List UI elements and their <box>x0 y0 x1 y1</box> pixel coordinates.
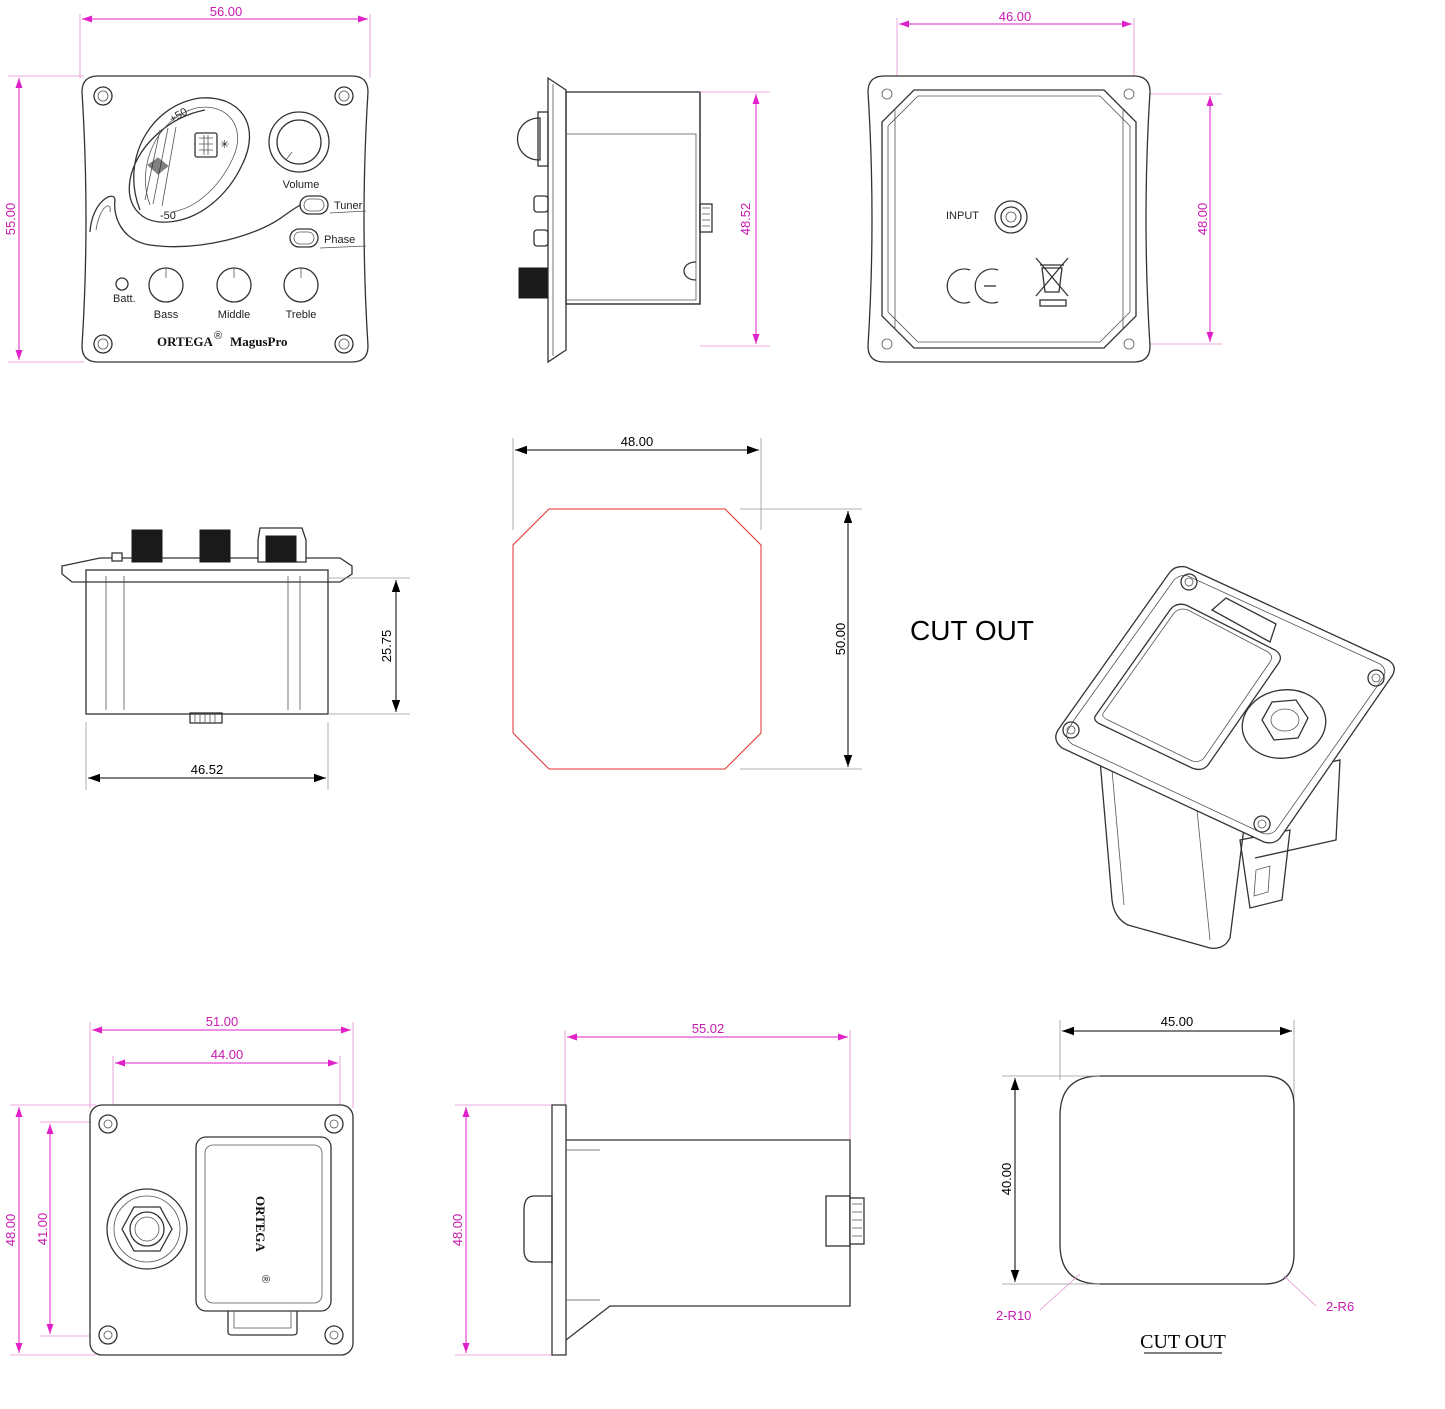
middle-label: Middle <box>218 309 250 321</box>
side-body <box>565 91 701 305</box>
screw-hole <box>334 334 354 354</box>
screw-hole <box>1123 88 1135 100</box>
dim-jack-side-height-label: 48.00 <box>450 1214 465 1247</box>
brand-label: ORTEGA <box>157 334 213 349</box>
screw-hole <box>881 338 893 350</box>
tuner-display <box>194 132 218 158</box>
iso-plate <box>1055 565 1395 844</box>
volume-knob-side <box>517 117 541 161</box>
preamp-side-view: 48.52 <box>517 76 770 364</box>
bass-knob-side <box>131 529 163 563</box>
screw-hole <box>98 1114 118 1134</box>
screw-hole <box>881 88 893 100</box>
iso-body <box>1099 759 1251 949</box>
cut-out-label-2: CUT OUT <box>1140 1331 1226 1353</box>
batt-label: Batt. <box>113 293 136 305</box>
dim-back-width-label: 46.00 <box>999 9 1032 24</box>
dim-bottom-height-label: 25.75 <box>379 630 394 663</box>
screw-hole <box>1123 338 1135 350</box>
dim-jack-inner-height-label: 41.00 <box>35 1213 50 1246</box>
preamp-front-view: 56.00 55.00 +50 -50 ✳ Volume Tuner <box>3 4 371 363</box>
iso-jack <box>1241 689 1327 759</box>
tuner-button-side <box>533 195 549 213</box>
tuner-button[interactable] <box>299 195 329 215</box>
preamp-back-view: 46.00 48.00 INPUT <box>867 9 1222 363</box>
dim-cutout2-width-label: 45.00 <box>1161 1014 1194 1029</box>
treble-label: Treble <box>286 309 317 321</box>
back-plate <box>867 75 1151 363</box>
front-plate <box>81 75 369 363</box>
screw-hole <box>1253 815 1271 833</box>
meter-bottom-label: -50 <box>160 210 176 222</box>
tuner-label: Tuner <box>334 200 363 212</box>
dim-bottom-width-label: 46.52 <box>191 762 224 777</box>
registered-mark: ® <box>214 330 222 342</box>
battery-door[interactable] <box>195 1136 332 1312</box>
dim-cutout1-height-label: 50.00 <box>833 623 848 656</box>
weee-bin-icon <box>1035 257 1069 307</box>
screw-hole <box>1367 669 1385 687</box>
battery-door-latch[interactable] <box>1210 597 1277 643</box>
jack-side-flange <box>551 1104 567 1356</box>
jack-plate <box>89 1104 354 1356</box>
battery-led <box>115 277 129 291</box>
jack-side-view: 55.02 48.00 <box>450 1021 865 1356</box>
jack-cutout-view: 45.00 40.00 2-R10 2-R6 CUT OUT <box>996 1014 1354 1354</box>
screw-hole <box>324 1114 344 1134</box>
ortega-swirl-logo <box>89 97 302 248</box>
bass-label: Bass <box>154 309 179 321</box>
input-label: INPUT <box>946 210 979 222</box>
dim-jack-outer-width-label: 51.00 <box>206 1014 239 1029</box>
dim-front-height-label: 55.00 <box>3 203 18 236</box>
screw-hole <box>334 86 354 106</box>
output-jack-bottom <box>189 712 223 724</box>
screw-hole <box>98 1325 118 1345</box>
volume-knob[interactable] <box>268 111 330 173</box>
dim-cutout1-width-label: 48.00 <box>621 434 654 449</box>
radius-left-label: 2-R10 <box>996 1308 1031 1323</box>
middle-knob-side <box>199 529 231 563</box>
radius-right-label: 2-R6 <box>1326 1299 1354 1314</box>
dim-cutout2-height-label: 40.00 <box>999 1163 1014 1196</box>
output-jack[interactable] <box>106 1188 188 1270</box>
volume-label: Volume <box>283 179 320 191</box>
cut-out-label: CUT OUT <box>910 615 1034 646</box>
input-jack[interactable] <box>994 200 1028 234</box>
jack-side-socket <box>523 1195 553 1263</box>
battery-door-latch[interactable] <box>227 1311 298 1336</box>
side-flange <box>547 76 567 364</box>
screw-hole <box>324 1325 344 1345</box>
jack-plate-brand: ORTEGA <box>253 1196 268 1252</box>
bottom-body <box>85 569 329 715</box>
phase-button-side <box>533 229 549 247</box>
model-label: MagusPro <box>230 334 288 349</box>
dim-front-width-label: 56.00 <box>210 4 243 19</box>
jack-plate-front-view: 51.00 44.00 48.00 41.00 ORTEGA ® <box>3 1014 354 1356</box>
preamp-bottom-view: 25.75 46.52 <box>61 527 410 790</box>
dim-jack-outer-height-label: 48.00 <box>3 1214 18 1247</box>
screw-hole <box>93 86 113 106</box>
dim-back-height-label: 48.00 <box>1195 203 1210 236</box>
svg-text:®: ® <box>259 1275 271 1283</box>
cutout2-outline <box>1059 1075 1295 1285</box>
screw-hole <box>93 334 113 354</box>
phase-label: Phase <box>324 234 355 246</box>
ce-mark <box>946 268 999 304</box>
jack-isometric-view <box>1055 565 1395 949</box>
screw-hole <box>1180 573 1198 591</box>
light-icon: ✳ <box>220 139 229 151</box>
battery-door[interactable] <box>1094 603 1282 771</box>
cutout1-outline <box>512 508 762 770</box>
phase-button[interactable] <box>289 228 319 248</box>
jack-side-clip <box>825 1195 851 1247</box>
knob-side <box>518 267 548 299</box>
screw-hole <box>1062 721 1080 739</box>
dim-jack-side-depth-label: 55.02 <box>692 1021 725 1036</box>
preamp-cutout-view: 48.00 50.00 <box>512 434 862 770</box>
dim-jack-inner-width-label: 44.00 <box>211 1047 244 1062</box>
dim-side-depth-label: 48.52 <box>738 203 753 236</box>
output-jack-side <box>699 203 713 233</box>
